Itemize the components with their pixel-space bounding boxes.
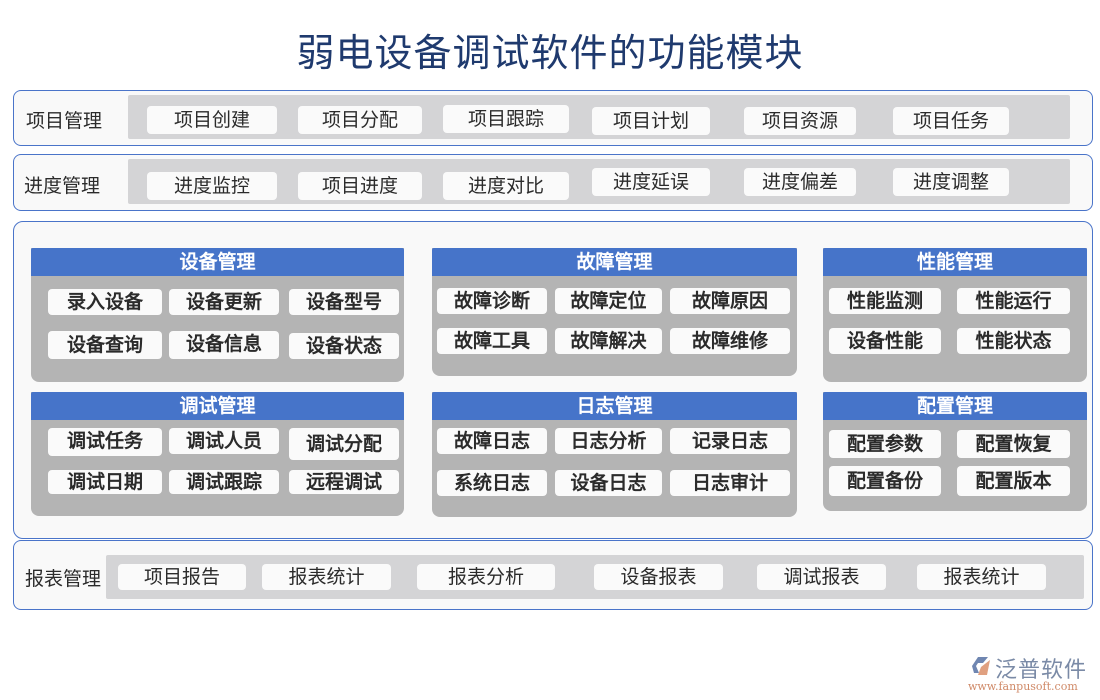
logo-name: 泛普软件 bbox=[995, 658, 1088, 683]
module-item[interactable]: 日志审计 bbox=[670, 470, 790, 496]
module-item[interactable]: 项目计划 bbox=[592, 107, 710, 135]
module-item[interactable]: 性能监测 bbox=[829, 288, 941, 314]
panel-title: 设备管理 bbox=[31, 248, 404, 276]
project-management-row: 项目管理 项目创建 项目分配 项目跟踪 项目计划 项目资源 项目任务 bbox=[13, 90, 1093, 146]
panel-title: 配置管理 bbox=[823, 392, 1087, 420]
module-item[interactable]: 系统日志 bbox=[437, 470, 547, 496]
performance-management-panel: 性能管理 性能监测 性能运行 设备性能 性能状态 bbox=[823, 248, 1087, 382]
core-modules-container: 设备管理 录入设备 设备更新 设备型号 设备查询 设备信息 设备状态 故障管理 … bbox=[13, 221, 1093, 539]
module-item[interactable]: 调试日期 bbox=[48, 470, 162, 494]
panel-title: 调试管理 bbox=[31, 392, 404, 420]
module-item[interactable]: 设备日志 bbox=[555, 470, 662, 496]
module-item[interactable]: 故障工具 bbox=[437, 328, 547, 354]
module-item[interactable]: 进度调整 bbox=[893, 168, 1009, 196]
logo-url: www.fanpusoft.com bbox=[968, 680, 1078, 693]
module-item[interactable]: 项目任务 bbox=[893, 107, 1009, 135]
module-item[interactable]: 故障解决 bbox=[555, 328, 662, 354]
module-item[interactable]: 配置版本 bbox=[957, 466, 1070, 496]
module-item[interactable]: 项目分配 bbox=[298, 106, 422, 134]
module-item[interactable]: 设备更新 bbox=[169, 289, 279, 315]
debug-management-panel: 调试管理 调试任务 调试人员 调试分配 调试日期 调试跟踪 远程调试 bbox=[31, 392, 404, 516]
module-item[interactable]: 配置恢复 bbox=[957, 430, 1070, 458]
module-item[interactable]: 日志分析 bbox=[555, 428, 662, 454]
module-item[interactable]: 项目资源 bbox=[744, 107, 856, 135]
module-item[interactable]: 故障原因 bbox=[670, 288, 790, 314]
module-item[interactable]: 配置参数 bbox=[829, 430, 941, 458]
page-title: 弱电设备调试软件的功能模块 bbox=[296, 31, 804, 75]
module-item[interactable]: 进度偏差 bbox=[744, 168, 856, 196]
module-item[interactable]: 性能状态 bbox=[957, 328, 1070, 354]
panel-title: 性能管理 bbox=[823, 248, 1087, 276]
module-item[interactable]: 设备报表 bbox=[594, 564, 723, 590]
report-management-strip: 项目报告 报表统计 报表分析 设备报表 调试报表 报表统计 bbox=[106, 555, 1084, 599]
progress-management-strip: 进度监控 项目进度 进度对比 进度延误 进度偏差 进度调整 bbox=[128, 159, 1070, 204]
module-item[interactable]: 记录日志 bbox=[670, 428, 790, 454]
module-item[interactable]: 设备状态 bbox=[289, 333, 399, 359]
module-item[interactable]: 项目创建 bbox=[147, 106, 277, 134]
report-management-label: 报表管理 bbox=[25, 568, 102, 590]
fault-management-panel: 故障管理 故障诊断 故障定位 故障原因 故障工具 故障解决 故障维修 bbox=[432, 248, 797, 376]
module-item[interactable]: 故障日志 bbox=[437, 428, 547, 454]
module-item[interactable]: 项目进度 bbox=[298, 172, 422, 200]
module-item[interactable]: 报表统计 bbox=[917, 564, 1046, 590]
module-item[interactable]: 配置备份 bbox=[829, 466, 941, 496]
panel-title: 日志管理 bbox=[432, 392, 797, 420]
module-item[interactable]: 设备性能 bbox=[829, 328, 941, 354]
module-item[interactable]: 报表分析 bbox=[417, 564, 555, 590]
module-item[interactable]: 故障诊断 bbox=[437, 288, 547, 314]
device-management-panel: 设备管理 录入设备 设备更新 设备型号 设备查询 设备信息 设备状态 bbox=[31, 248, 404, 382]
project-management-strip: 项目创建 项目分配 项目跟踪 项目计划 项目资源 项目任务 bbox=[128, 95, 1070, 139]
log-management-panel: 日志管理 故障日志 日志分析 记录日志 系统日志 设备日志 日志审计 bbox=[432, 392, 797, 517]
fanpu-logo: 泛普软件 www.fanpusoft.com bbox=[968, 652, 1098, 696]
module-item[interactable]: 调试跟踪 bbox=[169, 470, 279, 494]
module-item[interactable]: 性能运行 bbox=[957, 288, 1070, 314]
project-management-label: 项目管理 bbox=[26, 110, 103, 132]
module-item[interactable]: 调试分配 bbox=[289, 428, 399, 460]
module-item[interactable]: 进度监控 bbox=[147, 172, 277, 200]
module-item[interactable]: 进度对比 bbox=[443, 172, 569, 200]
module-item[interactable]: 故障维修 bbox=[670, 328, 790, 354]
fanpu-logo-icon bbox=[972, 657, 990, 675]
module-item[interactable]: 远程调试 bbox=[289, 470, 399, 494]
module-item[interactable]: 进度延误 bbox=[592, 168, 710, 196]
module-item[interactable]: 设备型号 bbox=[289, 289, 399, 315]
module-item[interactable]: 调试任务 bbox=[48, 428, 162, 456]
module-item[interactable]: 设备信息 bbox=[169, 331, 279, 359]
panel-title: 故障管理 bbox=[432, 248, 797, 276]
config-management-panel: 配置管理 配置参数 配置恢复 配置备份 配置版本 bbox=[823, 392, 1087, 511]
module-item[interactable]: 调试人员 bbox=[169, 428, 279, 454]
module-item[interactable]: 设备查询 bbox=[48, 331, 162, 359]
progress-management-row: 进度管理 进度监控 项目进度 进度对比 进度延误 进度偏差 进度调整 bbox=[13, 154, 1093, 211]
module-item[interactable]: 项目跟踪 bbox=[443, 105, 569, 133]
module-item[interactable]: 报表统计 bbox=[262, 564, 391, 590]
module-item[interactable]: 项目报告 bbox=[118, 564, 246, 590]
module-item[interactable]: 故障定位 bbox=[555, 288, 662, 314]
module-item[interactable]: 调试报表 bbox=[757, 564, 886, 590]
module-item[interactable]: 录入设备 bbox=[48, 289, 162, 315]
report-management-row: 报表管理 项目报告 报表统计 报表分析 设备报表 调试报表 报表统计 bbox=[13, 540, 1093, 610]
progress-management-label: 进度管理 bbox=[24, 175, 101, 197]
